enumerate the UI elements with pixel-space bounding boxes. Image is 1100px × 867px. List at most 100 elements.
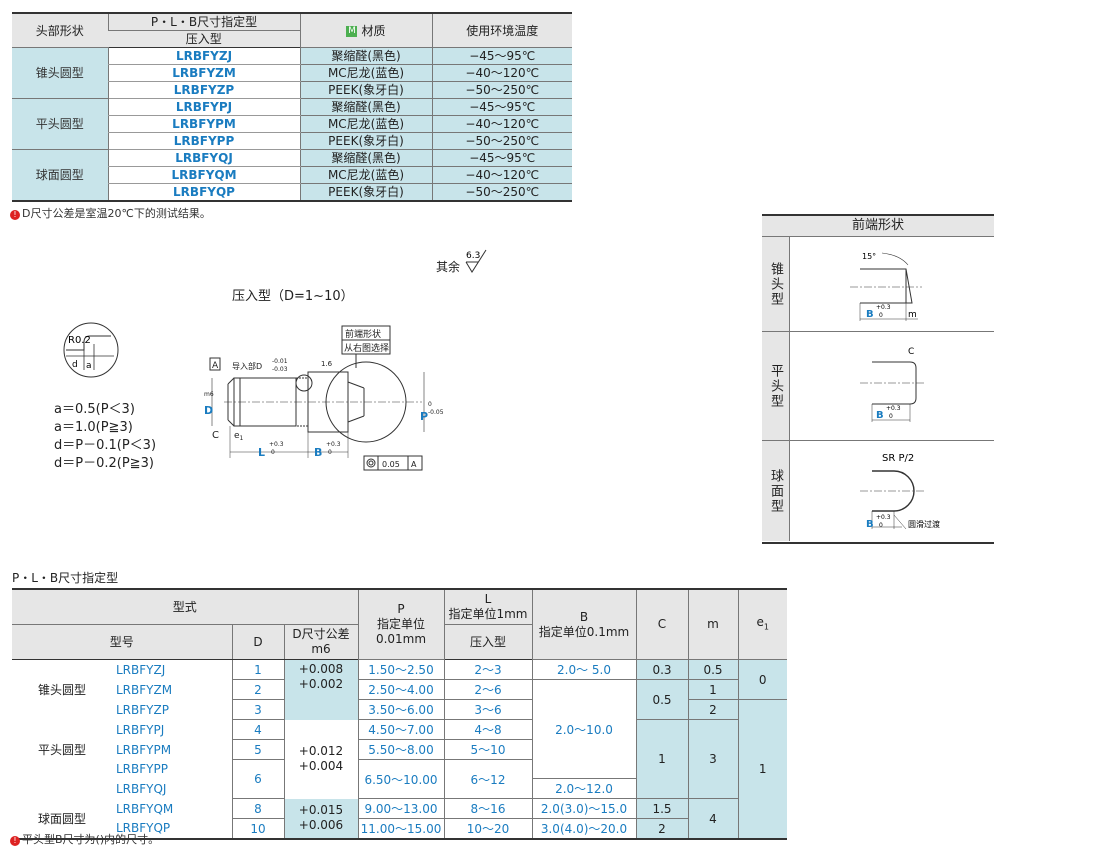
dim-d: D — [204, 404, 213, 417]
material-cell: 聚缩醛(黑色) — [299, 149, 432, 167]
header-e-sub: 1 — [763, 622, 769, 632]
d-value: 1 — [231, 659, 284, 680]
formula-list: a＝0.5(P＜3) a＝1.0(P≧3) d＝P－0.1(P＜3) d＝P－0… — [54, 401, 156, 473]
l-range: 2～6 — [443, 679, 532, 700]
p-range: 3.50～6.00 — [357, 699, 444, 720]
l-range: 10～20 — [443, 818, 532, 839]
sphere-tol-up: +0.3 — [876, 514, 891, 521]
callout-select: 从右图选择 — [344, 342, 389, 354]
formula-line: a＝0.5(P＜3) — [54, 402, 135, 417]
header-e: e — [756, 614, 764, 629]
c-value: 0.3 — [635, 659, 688, 680]
header-d: D — [231, 624, 285, 660]
d-value: 8 — [231, 798, 284, 819]
tol-cell: +0.008+0.002 — [283, 659, 358, 720]
label-e1: e1 — [234, 431, 244, 442]
m-value: 4 — [687, 798, 738, 839]
tol-up: +0.008 — [298, 662, 344, 676]
c-value: 2 — [635, 818, 688, 839]
sphere-smooth: 圆滑过渡 — [908, 519, 940, 529]
model-code: LRBFYQM — [107, 166, 300, 184]
material-badge-icon: M — [346, 25, 358, 37]
dim-l-tol-dn: 0 — [271, 449, 275, 456]
header-l-label: L — [484, 592, 492, 606]
model-code: LRBFYPJ — [107, 98, 300, 116]
coax-ref: A — [411, 460, 417, 469]
temp-cell: −50～250℃ — [431, 183, 572, 202]
header-style: 型式 — [12, 589, 359, 625]
flat-b: B — [876, 410, 884, 421]
cone-shape-drawing: 15° B +0.3 0 m — [850, 252, 922, 321]
material-cell: PEEK(象牙白) — [299, 81, 432, 99]
material-cell: MC尼龙(蓝色) — [299, 64, 432, 82]
b-range: 2.0～10.0 — [531, 679, 636, 779]
m-value: 0.5 — [687, 659, 738, 680]
model-code: LRBFYQP — [116, 821, 171, 836]
formula-line: d＝P－0.1(P＜3) — [54, 438, 157, 453]
c-value: 1.5 — [635, 798, 688, 819]
model-code: LRBFYPP — [116, 762, 168, 776]
callout-shape: 前端形状 — [345, 328, 381, 340]
formula-line: d＝P－0.2(P≧3) — [54, 456, 154, 471]
p-range: 2.50～4.00 — [357, 679, 444, 700]
p-range: 1.50～2.50 — [357, 659, 444, 680]
l-range: 6～12 — [443, 759, 532, 799]
drawing-title: 压入型（D=1~10） — [232, 289, 354, 304]
group-shape: 锥头圆型 — [12, 47, 108, 99]
cone-angle: 15° — [862, 252, 876, 261]
dim-b-tol-up: +0.3 — [326, 441, 341, 448]
tol-cell: +0.012+0.004 — [283, 719, 358, 799]
top-note: !D尺寸公差是室温20℃下的测试结果。 — [10, 205, 211, 221]
header-tol-sub: m6 — [311, 642, 331, 656]
l-range: 2～3 — [443, 659, 532, 680]
shape-label: 平头型 — [762, 332, 790, 440]
temp-cell: −45～95℃ — [431, 98, 572, 116]
group-shape: 球面圆型 — [37, 811, 86, 826]
top-note-text: D尺寸公差是室温20℃下的测试结果。 — [22, 207, 211, 220]
model-code: LRBFYQJ — [116, 781, 167, 796]
dim-p-tol-up: 0 — [428, 401, 432, 408]
tol-up: +0.012 — [298, 744, 344, 758]
roughness-note: 其余 — [436, 258, 460, 275]
dim-p: P — [420, 410, 428, 423]
b-range: 2.0～12.0 — [531, 778, 636, 799]
e1-value: 0 — [737, 659, 787, 700]
model-code: LRBFYZP — [107, 81, 300, 99]
b-range: 2.0～ 5.0 — [531, 659, 636, 680]
group-shape: 球面圆型 — [12, 149, 108, 202]
flat-c: C — [908, 347, 914, 357]
p-range: 4.50～7.00 — [357, 719, 444, 740]
flat-tol-up: +0.3 — [886, 405, 901, 412]
dim-d-m6: m6 — [204, 391, 214, 398]
shape-label: 球面型 — [762, 441, 790, 541]
header-press-fit: 压入型 — [108, 30, 300, 48]
label-e-sub: 1 — [240, 435, 244, 442]
tol-dn: +0.006 — [298, 818, 344, 833]
label-e: e — [234, 431, 240, 441]
dim-b-tol-dn: 0 — [328, 449, 332, 456]
group-shape: 平头圆型 — [12, 98, 108, 150]
panel-title: 前端形状 — [762, 216, 994, 237]
sphere-shape-drawing: SR P/2 B +0.3 0 圆滑过渡 — [860, 453, 940, 530]
c-value: 1 — [635, 719, 688, 799]
tip-shape-panel: 前端形状 锥头型 15° B +0.3 0 m 平头型 — [762, 214, 994, 544]
material-cell: PEEK(象牙白) — [299, 183, 432, 202]
cone-tol-up: +0.3 — [876, 304, 891, 311]
tol-dn: +0.004 — [298, 759, 344, 773]
header-p-unit2: 0.01mm — [375, 632, 427, 646]
shape-label: 锥头型 — [762, 237, 790, 331]
roughness-symbol-icon: 6.3 — [465, 249, 487, 273]
tol-cell: +0.015+0.006 — [283, 798, 358, 839]
p-range: 5.50～8.00 — [357, 739, 444, 760]
group-spacer — [12, 779, 112, 799]
coax-value: 0.05 — [382, 460, 400, 469]
shape-row-cone: 锥头型 15° B +0.3 0 m — [762, 237, 994, 332]
group-shape: 平头圆型 — [37, 742, 86, 757]
dim-l-tol-up: +0.3 — [269, 441, 284, 448]
model-code: LRBFYZJ — [107, 47, 300, 65]
temp-cell: −50～250℃ — [431, 81, 572, 99]
